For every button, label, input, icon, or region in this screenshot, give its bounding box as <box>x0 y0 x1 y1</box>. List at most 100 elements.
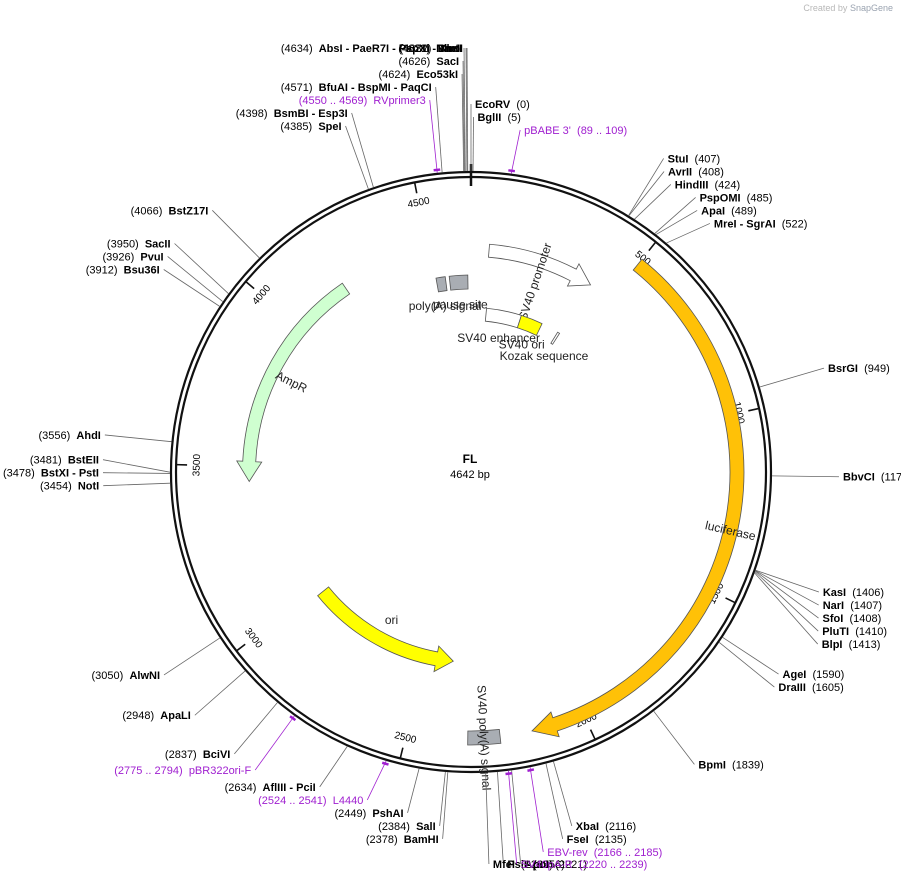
site-bsu36i-label: (3912) Bsu36I <box>86 264 160 276</box>
site-bamhi-position: (2378) <box>366 834 398 846</box>
site-bsrgi-position: (949) <box>864 363 890 375</box>
feature-luciferase <box>531 258 745 738</box>
site-nhei-name: NheI <box>436 43 460 55</box>
primer-pbabe-3-name: pBABE 3' <box>524 125 571 137</box>
site-xbai-leader <box>553 761 573 827</box>
site-psii-label: PsiI (2256) <box>507 859 565 871</box>
site-stui-name: StuI <box>668 153 689 165</box>
site-bstxi-psti-label: (3478) BstXI - PstI <box>3 468 99 480</box>
primer-l4440-position: (2524 .. 2541) <box>258 795 327 807</box>
primer-sv40pa-r-position: (2220 .. 2239) <box>579 859 648 871</box>
site-bpmi-name: BpmI <box>698 759 726 771</box>
site-bbvci-leader <box>771 475 839 478</box>
tick-label: 4000 <box>250 283 273 307</box>
primer-pbr322ori-f-mark <box>289 715 297 722</box>
site-pshai-label: (2449) PshAI <box>334 808 403 820</box>
site-afliii-pcii-name: AflIII - PciI <box>263 782 316 794</box>
site-kasi-leader <box>755 569 819 593</box>
site-sfoi-position: (1408) <box>849 613 881 625</box>
site-mfei-position: (2285) <box>521 859 553 871</box>
site-pspomi-label: PspOMI (485) <box>700 192 773 204</box>
primer-sv40pa-r-name: SV40pA-R <box>521 859 573 871</box>
site-mfei-leader <box>485 772 490 865</box>
site-xbai-name: XbaI <box>576 821 599 833</box>
site-bcivi-position: (2837) <box>165 749 197 761</box>
snapgene-brand: SnapGene <box>849 3 893 13</box>
site-bpmi-position: (1839) <box>732 759 764 771</box>
primer-l4440-leader <box>366 760 387 801</box>
site-fsei-leader <box>545 763 564 840</box>
site-bfuai-bspmi-paqci-name: BfuAI - BspMI - PaqCI <box>319 82 432 94</box>
backbone <box>169 164 773 774</box>
feature-poly-a-signal <box>435 276 448 293</box>
site-apoi-position: (2221) <box>555 859 587 871</box>
site-ahdi-label: (3556) AhdI <box>38 430 100 442</box>
site-kasi-name: KasI <box>823 587 846 599</box>
feature-sv40-ori <box>516 314 543 336</box>
site-draiii-name: DraIII <box>778 682 806 694</box>
site-nhei-position: (4628) <box>398 43 430 55</box>
site-bstz17i-name: BstZ17I <box>169 205 209 217</box>
site-psii-leader <box>497 771 504 865</box>
site-avrii-position: (408) <box>698 166 724 178</box>
site-blpi-name: BlpI <box>822 639 843 651</box>
snapgene-credit: Created by SnapGene <box>803 3 893 13</box>
primer-ebv-rev-label: EBV-rev (2166 .. 2185) <box>547 847 662 859</box>
site-bbvci-name: BbvCI <box>843 472 875 484</box>
site-bpmi-label: BpmI (1839) <box>698 759 763 771</box>
site-nhei-leader <box>463 48 466 172</box>
site-mrei-sgrai-label: MreI - SgrAI (522) <box>714 218 808 230</box>
feature-ori <box>317 586 454 673</box>
primer-pbabe-3-leader <box>510 129 521 174</box>
primer-pbabe-3-position: (89 .. 109) <box>577 125 627 137</box>
site-psii-position: (2256) <box>533 859 565 871</box>
site-pspomi-leader <box>654 197 696 234</box>
site-agei-leader <box>722 636 779 675</box>
site-eco53ki-label: (4624) Eco53kI <box>379 69 459 81</box>
site-mrei-sgrai-position: (522) <box>782 218 808 230</box>
site-spei-leader <box>345 125 369 190</box>
site-apali-label: (2948) ApaLI <box>122 710 190 722</box>
site-bsteii-label: (3481) BstEII <box>30 455 99 467</box>
site-draiii-label: DraIII (1605) <box>778 682 843 694</box>
site-ecorv-position: (0) <box>516 99 529 111</box>
site-saci-leader <box>462 61 465 172</box>
site-bmti-leader <box>465 47 468 172</box>
site-absi-paer7i-pspxi-xhoi-label: (4634) AbsI - PaeR7I - PspXI - XhoI <box>281 43 463 55</box>
site-bstz17i-leader <box>212 210 260 259</box>
site-avrii-label: AvrII (408) <box>668 166 724 178</box>
site-bstz17i-position: (4066) <box>131 205 163 217</box>
site-mrei-sgrai-leader <box>666 223 711 244</box>
primer-rvprimer3-leader <box>429 100 438 173</box>
site-sacii-name: SacII <box>145 238 171 250</box>
site-bglii-position: (5) <box>507 112 520 124</box>
site-apali-leader <box>194 670 246 716</box>
site-bsteii-name: BstEII <box>68 455 99 467</box>
primers: pBABE 3' (89 .. 109) EBV-rev (2166 .. 218… <box>114 95 662 871</box>
tick-mark <box>245 280 255 290</box>
site-alwni-leader <box>163 637 221 676</box>
site-pluti-leader <box>754 571 819 632</box>
site-blpi-position: (1413) <box>849 639 881 651</box>
site-pvui-position: (3926) <box>102 251 134 263</box>
feature-sv40-promoter <box>488 243 592 287</box>
site-bamhi-leader <box>442 772 449 839</box>
site-bstxi-psti-name: BstXI - PstI <box>41 468 99 480</box>
site-saci-label: (4626) SacI <box>398 56 459 68</box>
site-bsrgi-name: BsrGI <box>828 363 858 375</box>
site-apai-label: ApaI (489) <box>701 205 757 217</box>
tick-label: 4500 <box>407 196 431 211</box>
site-nari-leader <box>755 570 819 606</box>
site-sali-position: (2384) <box>378 821 410 833</box>
site-noti-leader <box>103 482 171 487</box>
feature-label-pause-site: pause site <box>433 297 488 311</box>
site-nari-label: NarI (1407) <box>823 600 882 612</box>
site-nari-name: NarI <box>823 600 844 612</box>
site-apai-leader <box>655 210 698 235</box>
site-ecorv-name: EcoRV <box>475 99 511 111</box>
site-pspomi-name: PspOMI <box>700 192 741 204</box>
feature-pause-site <box>448 274 469 291</box>
primer-ebv-rev-mark <box>527 768 535 772</box>
primer-rvprimer3-position: (4550 .. 4569) <box>299 95 368 107</box>
site-noti-name: NotI <box>78 481 99 493</box>
